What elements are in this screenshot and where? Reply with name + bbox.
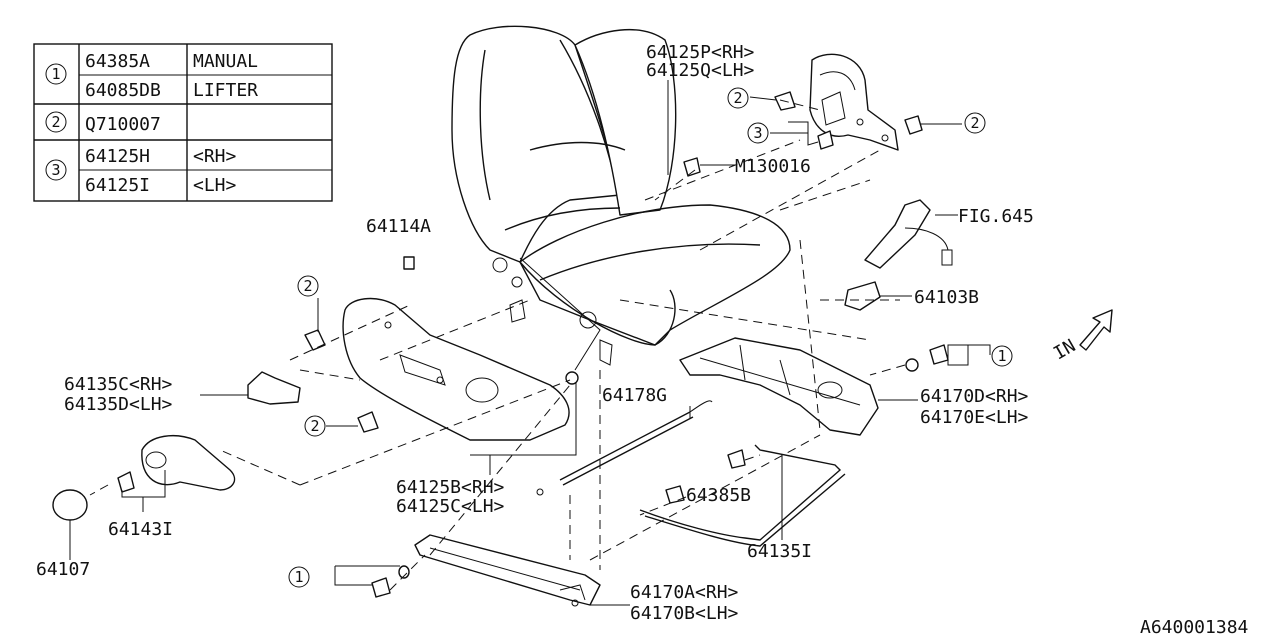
- callout-2-headrest-right: 2: [970, 114, 979, 132]
- label-64135I: 64135I: [747, 541, 812, 562]
- legend-desc-manual: MANUAL: [193, 51, 258, 72]
- label-64125C: 64125C<LH>: [396, 496, 505, 517]
- leader-lines: [69, 80, 991, 606]
- legend-part-64085DB: 64085DB: [85, 80, 161, 101]
- label-64107: 64107: [36, 559, 90, 580]
- seatbelt-buckle: [864, 199, 953, 269]
- lever-64135C: [247, 371, 301, 405]
- legend-table: 1 2 3 64385A MANUAL 64085DB LIFTER Q7100…: [33, 43, 333, 202]
- direction-arrow-icon: [1079, 309, 1113, 351]
- legend-part-64125I: 64125I: [85, 175, 150, 196]
- legend-part-64125H: 64125H: [85, 146, 150, 167]
- part-labels: 64125P<RH> 64125Q<LH> M130016 FIG.645 64…: [36, 42, 1034, 624]
- legend-ref-2: 2: [51, 113, 60, 131]
- label-64135C: 64135C<RH>: [64, 374, 173, 395]
- knob-64143I: [141, 434, 236, 491]
- label-64135D: 64135D<LH>: [64, 394, 173, 415]
- legend-part-Q710007: Q710007: [85, 114, 161, 135]
- headrest-cover: [809, 53, 899, 151]
- seat-assembly: [451, 25, 791, 366]
- cable-64178G: [536, 400, 713, 496]
- legend-desc-lh: <LH>: [193, 175, 237, 196]
- legend-desc-rh: <RH>: [193, 146, 237, 167]
- legend-ref-3: 3: [51, 161, 60, 179]
- callout-2-headrest-left: 2: [733, 89, 742, 107]
- label-FIG645: FIG.645: [958, 206, 1034, 227]
- seat-frame-upper: [679, 337, 879, 436]
- label-64170A: 64170A<RH>: [630, 582, 739, 603]
- bracket-64103B: [844, 281, 881, 311]
- side-shield: [342, 297, 570, 441]
- legend-part-64385A: 64385A: [85, 51, 150, 72]
- legend-desc-lifter: LIFTER: [193, 80, 258, 101]
- label-64170B: 64170B<LH>: [630, 603, 739, 624]
- label-64125B: 64125B<RH>: [396, 477, 505, 498]
- label-64178G: 64178G: [602, 385, 667, 406]
- callout-1-rail: 1: [294, 568, 303, 586]
- legend-ref-1: 1: [51, 65, 60, 83]
- seat-rail-lower: [414, 534, 601, 607]
- label-M130016: M130016: [735, 156, 811, 177]
- label-64385B: 64385B: [686, 485, 751, 506]
- callout-1-frame: 1: [997, 347, 1006, 365]
- callout-3-headrest: 3: [753, 124, 762, 142]
- label-64103B: 64103B: [914, 287, 979, 308]
- callout-2-shield-bottom: 2: [310, 417, 319, 435]
- drawing-id: A640001384: [1140, 617, 1248, 638]
- label-64125Q: 64125Q<LH>: [646, 60, 755, 81]
- label-64170E: 64170E<LH>: [920, 407, 1029, 428]
- in-direction-arrow: IN: [1050, 309, 1113, 364]
- in-label: IN: [1050, 335, 1079, 364]
- callout-2-shield-top: 2: [303, 277, 312, 295]
- label-64114A: 64114A: [366, 216, 431, 237]
- callout-circles: 2 3 2 2 2 1 1: [288, 87, 1013, 588]
- label-64143I: 64143I: [108, 519, 173, 540]
- label-64125P: 64125P<RH>: [646, 42, 755, 63]
- cap-64107: [52, 489, 88, 521]
- label-64170D: 64170D<RH>: [920, 386, 1029, 407]
